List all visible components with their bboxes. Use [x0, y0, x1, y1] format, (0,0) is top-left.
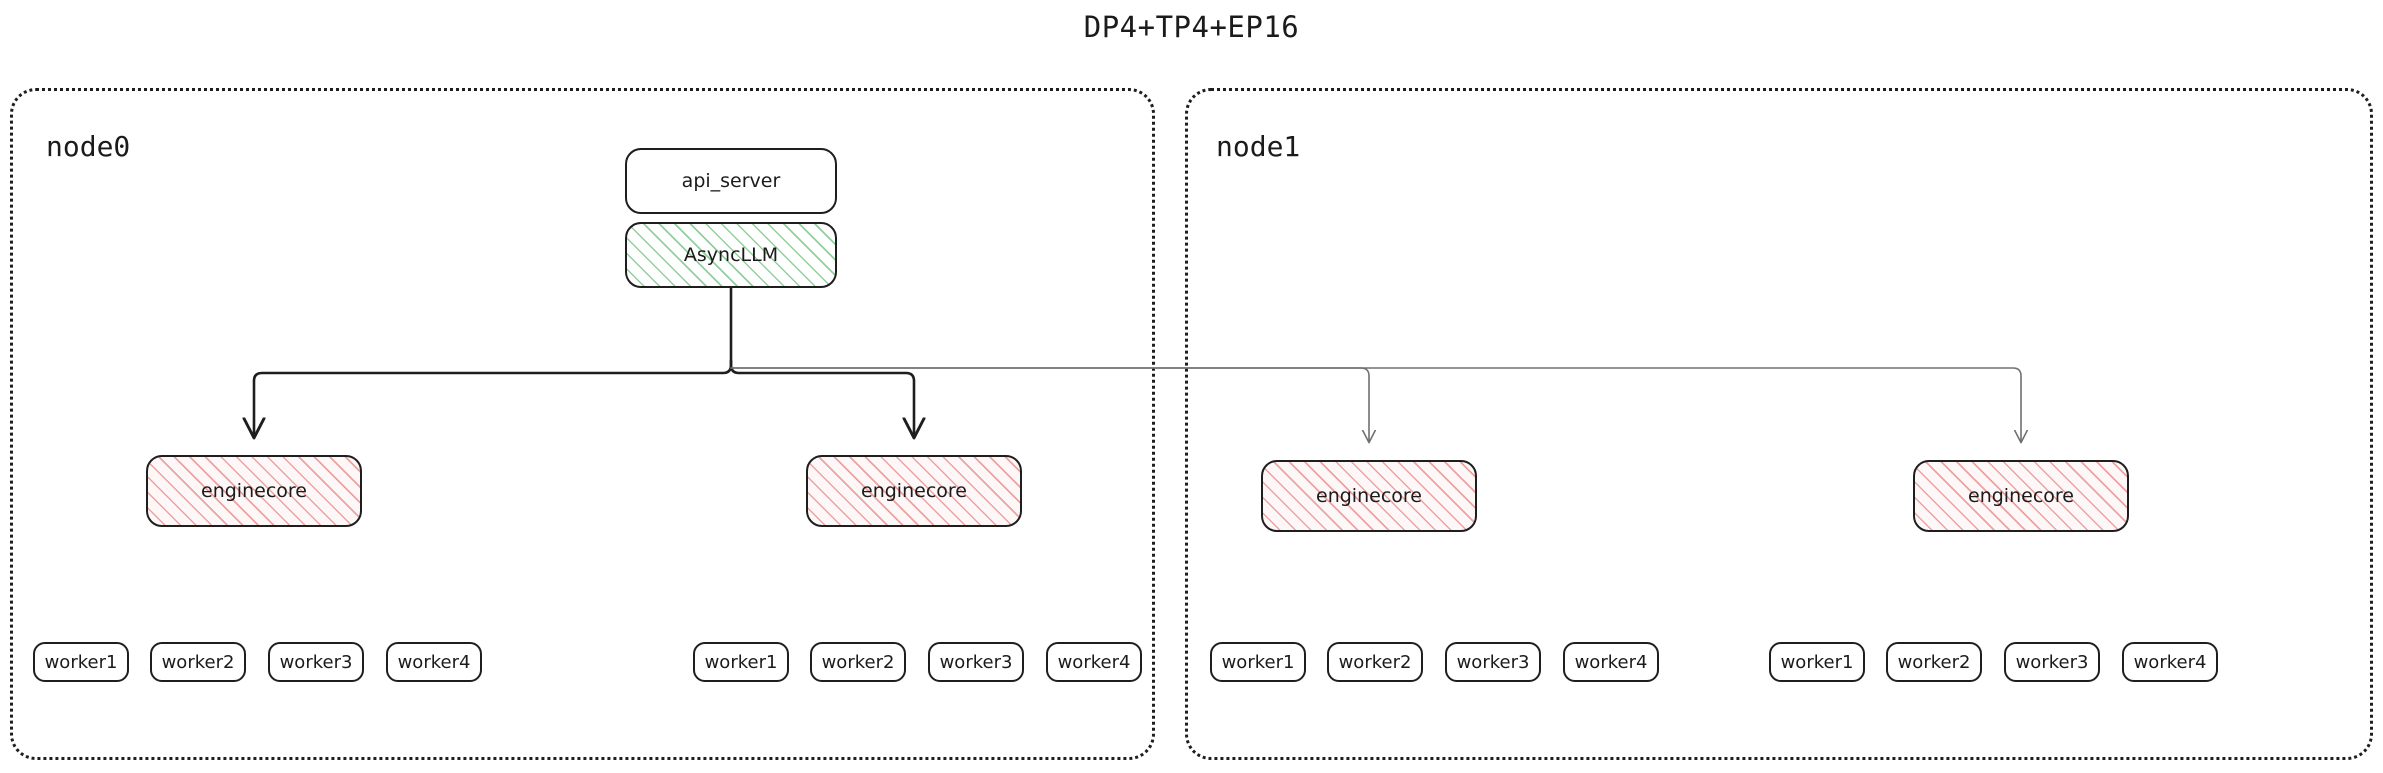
- worker-node[interactable]: worker4: [1563, 642, 1659, 682]
- worker-label: worker4: [1574, 651, 1648, 673]
- worker-node[interactable]: worker1: [693, 642, 789, 682]
- worker-node[interactable]: worker4: [2122, 642, 2218, 682]
- worker-label: worker3: [1456, 651, 1530, 673]
- worker-label: worker4: [1057, 651, 1131, 673]
- worker-label: worker4: [397, 651, 471, 673]
- node-label-node0: node0: [46, 130, 131, 163]
- api-server-node[interactable]: api_server: [625, 148, 837, 214]
- worker-node[interactable]: worker2: [1886, 642, 1982, 682]
- worker-node[interactable]: worker3: [2004, 642, 2100, 682]
- enginecore-label: enginecore: [201, 480, 307, 502]
- worker-label: worker2: [161, 651, 235, 673]
- worker-node[interactable]: worker1: [33, 642, 129, 682]
- enginecore-node[interactable]: enginecore: [1913, 460, 2129, 532]
- enginecore-label: enginecore: [1968, 485, 2074, 507]
- node-label-node1: node1: [1216, 130, 1301, 163]
- api-server-label: api_server: [681, 170, 781, 192]
- worker-label: worker3: [279, 651, 353, 673]
- worker-node[interactable]: worker4: [386, 642, 482, 682]
- worker-node[interactable]: worker3: [928, 642, 1024, 682]
- worker-label: worker2: [821, 651, 895, 673]
- worker-label: worker3: [2015, 651, 2089, 673]
- enginecore-node[interactable]: enginecore: [806, 455, 1022, 527]
- worker-node[interactable]: worker1: [1769, 642, 1865, 682]
- worker-node[interactable]: worker3: [1445, 642, 1541, 682]
- enginecore-label: enginecore: [861, 480, 967, 502]
- worker-label: worker3: [939, 651, 1013, 673]
- worker-label: worker1: [44, 651, 118, 673]
- worker-node[interactable]: worker2: [150, 642, 246, 682]
- worker-node[interactable]: worker4: [1046, 642, 1142, 682]
- page-title: DP4+TP4+EP16: [1083, 10, 1300, 44]
- async-llm-label: AsyncLLM: [683, 244, 779, 266]
- async-llm-node[interactable]: AsyncLLM: [625, 222, 837, 288]
- worker-label: worker1: [704, 651, 778, 673]
- worker-label: worker1: [1780, 651, 1854, 673]
- worker-label: worker4: [2133, 651, 2207, 673]
- worker-label: worker2: [1338, 651, 1412, 673]
- enginecore-node[interactable]: enginecore: [146, 455, 362, 527]
- worker-node[interactable]: worker3: [268, 642, 364, 682]
- enginecore-label: enginecore: [1316, 485, 1422, 507]
- worker-node[interactable]: worker2: [810, 642, 906, 682]
- worker-node[interactable]: worker2: [1327, 642, 1423, 682]
- enginecore-node[interactable]: enginecore: [1261, 460, 1477, 532]
- worker-label: worker1: [1221, 651, 1295, 673]
- worker-node[interactable]: worker1: [1210, 642, 1306, 682]
- worker-label: worker2: [1897, 651, 1971, 673]
